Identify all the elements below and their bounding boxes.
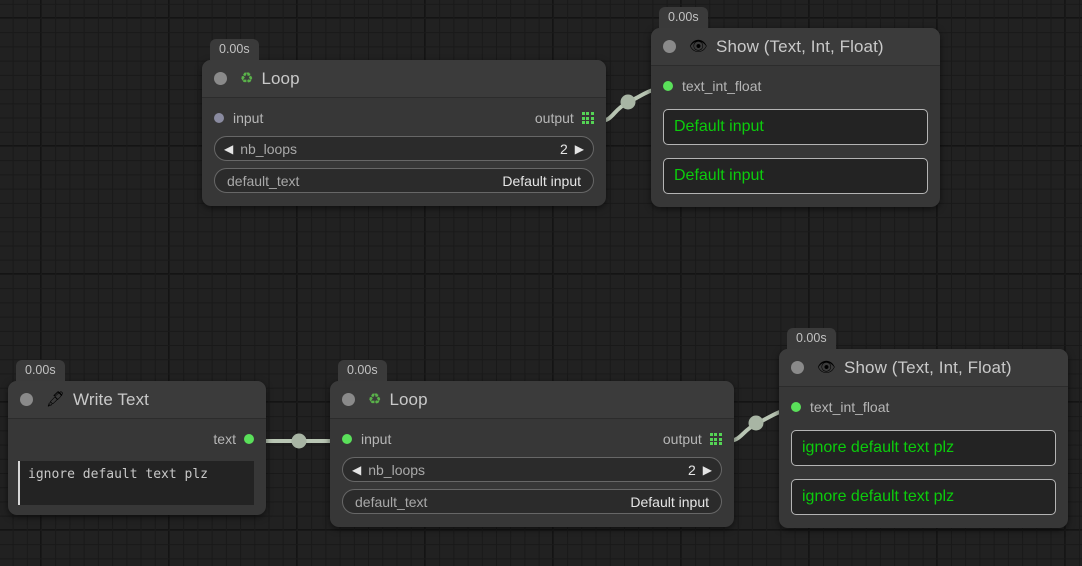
collapse-toggle-icon[interactable] — [663, 40, 676, 53]
node-header[interactable]: ♻ Loop — [202, 60, 606, 98]
output-port-label: text — [213, 431, 236, 447]
param-default-text[interactable]: default_text Default input — [214, 168, 594, 193]
pen-nib-icon: 🖋 — [46, 391, 66, 408]
param-nb-loops[interactable]: ◀ nb_loops 2 ▶ — [342, 457, 722, 482]
port-row: input output — [342, 429, 722, 449]
param-nb-loops[interactable]: ◀ nb_loops 2 ▶ — [214, 136, 594, 161]
node-header[interactable]: 👁 Show (Text, Int, Float) — [779, 349, 1068, 387]
input-port-dot[interactable] — [214, 113, 224, 123]
node-body: input output ◀ nb_loops 2 ▶ default_text… — [202, 98, 606, 206]
text-editor[interactable]: ignore default text plz — [18, 461, 254, 505]
port-row: text_int_float — [791, 397, 1056, 417]
param-default-text[interactable]: default_text Default input — [342, 489, 722, 514]
recycle-icon: ♻ — [240, 70, 254, 87]
node-loop-bottom[interactable]: 0.00s ♻ Loop input output ◀ nb_loops 2 ▶ — [330, 360, 734, 527]
node-title: Write Text — [73, 389, 149, 409]
value-display-2: ignore default text plz — [791, 479, 1056, 515]
node-body: text_int_float Default input Default inp… — [651, 66, 940, 207]
output-port-label: output — [534, 110, 574, 126]
output-port-label: output — [662, 431, 702, 447]
value-display-1: ignore default text plz — [791, 430, 1056, 466]
input-port-label: text_int_float — [682, 78, 762, 94]
node-body: text ignore default text plz — [8, 419, 266, 515]
param-name: nb_loops — [240, 140, 298, 157]
edge-write-text-to-loop-bottom[interactable] — [258, 433, 341, 449]
time-badge: 0.00s — [659, 7, 708, 28]
port-row: input output — [214, 108, 594, 128]
collapse-toggle-icon[interactable] — [791, 361, 804, 374]
stepper-increment-icon[interactable]: ▶ — [574, 141, 584, 156]
param-value[interactable]: Default input — [630, 493, 709, 510]
node-show-bottom[interactable]: 0.00s 👁 Show (Text, Int, Float) text_int… — [779, 328, 1068, 528]
node-header[interactable]: 👁 Show (Text, Int, Float) — [651, 28, 940, 66]
recycle-icon: ♻ — [368, 391, 382, 408]
input-port-label: input — [233, 110, 264, 126]
param-name: default_text — [355, 493, 428, 510]
value-display-1: Default input — [663, 109, 928, 145]
output-port-dot[interactable] — [244, 434, 254, 444]
collapse-toggle-icon[interactable] — [214, 72, 227, 85]
collapse-toggle-icon[interactable] — [20, 393, 33, 406]
node-show-top[interactable]: 0.00s 👁 Show (Text, Int, Float) text_int… — [651, 7, 940, 207]
stepper-decrement-icon[interactable]: ◀ — [352, 462, 362, 477]
time-badge: 0.00s — [338, 360, 387, 381]
node-loop-top[interactable]: 0.00s ♻ Loop input output ◀ nb_loops 2 ▶ — [202, 39, 606, 206]
eye-icon: 👁 — [817, 359, 837, 376]
grid-icon[interactable] — [581, 111, 594, 125]
param-value[interactable]: 2 — [687, 461, 696, 478]
time-badge: 0.00s — [16, 360, 65, 381]
port-row: text — [18, 429, 254, 449]
stepper-increment-icon[interactable]: ▶ — [702, 462, 712, 477]
node-body: text_int_float ignore default text plz i… — [779, 387, 1068, 528]
eye-icon: 👁 — [689, 38, 709, 55]
param-name: default_text — [227, 172, 300, 189]
input-port-label: text_int_float — [810, 399, 890, 415]
node-header[interactable]: 🖋 Write Text — [8, 381, 266, 419]
input-port-dot[interactable] — [342, 434, 352, 444]
param-value[interactable]: Default input — [502, 172, 581, 189]
node-title: Show (Text, Int, Float) — [716, 36, 884, 56]
collapse-toggle-icon[interactable] — [342, 393, 355, 406]
node-title: Loop — [261, 68, 300, 88]
input-port-label: input — [361, 431, 392, 447]
stepper-decrement-icon[interactable]: ◀ — [224, 141, 234, 156]
param-name: nb_loops — [368, 461, 426, 478]
node-header[interactable]: ♻ Loop — [330, 381, 734, 419]
node-title: Loop — [389, 389, 428, 409]
grid-icon[interactable] — [709, 432, 722, 446]
param-value[interactable]: 2 — [559, 140, 568, 157]
node-title: Show (Text, Int, Float) — [844, 357, 1012, 377]
time-badge: 0.00s — [210, 39, 259, 60]
node-write-text[interactable]: 0.00s 🖋 Write Text text ignore default t… — [8, 360, 266, 515]
value-display-2: Default input — [663, 158, 928, 194]
input-port-dot[interactable] — [791, 402, 801, 412]
time-badge: 0.00s — [787, 328, 836, 349]
input-port-dot[interactable] — [663, 81, 673, 91]
node-body: input output ◀ nb_loops 2 ▶ default_text… — [330, 419, 734, 527]
port-row: text_int_float — [663, 76, 928, 96]
